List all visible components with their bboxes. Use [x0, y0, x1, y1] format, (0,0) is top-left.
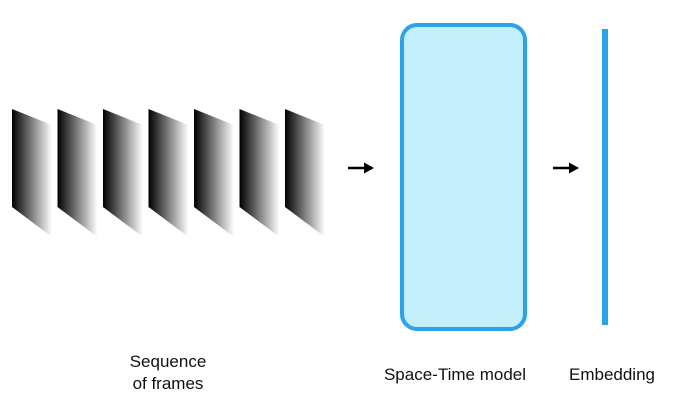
- embedding-vector-bar: [602, 29, 608, 325]
- frame-sequence: [12, 109, 325, 237]
- video-frame: [103, 109, 143, 237]
- video-frame: [57, 109, 98, 237]
- video-frame: [12, 109, 52, 237]
- space-time-model-box: [400, 23, 527, 331]
- sequence-of-frames-label: Sequence of frames: [98, 351, 238, 395]
- video-frame: [194, 109, 234, 237]
- sequence-label-line1: Sequence: [129, 352, 207, 371]
- video-frame: [285, 109, 325, 237]
- right-arrow-icon: [553, 162, 579, 174]
- video-frame: [239, 109, 280, 237]
- right-arrow-icon: [348, 162, 374, 174]
- space-time-model-label: Space-Time model: [383, 365, 527, 384]
- video-frame: [148, 109, 189, 237]
- embedding-label: Embedding: [568, 365, 655, 384]
- sequence-label-line2: of frames: [132, 374, 204, 393]
